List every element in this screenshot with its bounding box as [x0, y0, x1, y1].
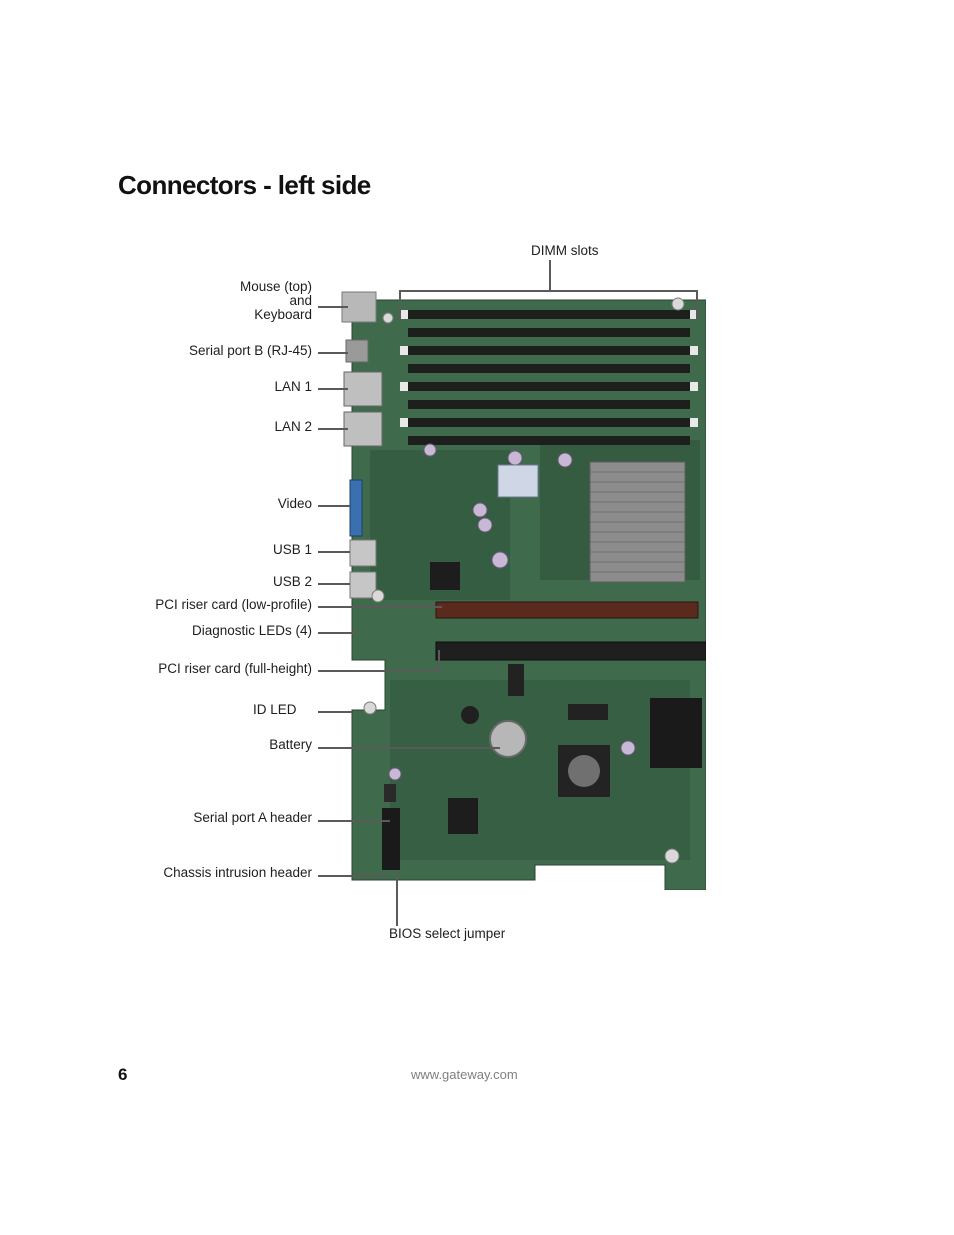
usb1-leader — [318, 551, 350, 553]
battery-leader — [318, 747, 500, 749]
dimm-slots-illustration — [408, 310, 690, 445]
dimm-bracket-right — [696, 290, 698, 320]
usb1-label: USB 1 — [272, 542, 312, 557]
chassis-intrusion-leader — [318, 875, 388, 877]
lan1-label: LAN 1 — [274, 379, 312, 394]
dimm-bracket-center — [549, 260, 551, 292]
serial-port-a-leader — [318, 820, 390, 822]
lan2-leader — [318, 428, 348, 430]
pci-full-height-leader-up — [438, 650, 440, 672]
usb2-label: USB 2 — [272, 574, 312, 589]
diagnostic-leds-leader — [318, 632, 356, 634]
mouse-leader — [318, 306, 348, 308]
pci-low-profile-leader — [318, 606, 442, 608]
pci-full-height-label: PCI riser card (full-height) — [158, 661, 312, 676]
footer-url: www.gateway.com — [411, 1067, 518, 1082]
dimm-slots-label: DIMM slots — [531, 243, 599, 258]
chassis-intrusion-label: Chassis intrusion header — [163, 865, 312, 880]
mouse-label-line2: and — [289, 293, 312, 308]
bios-jumper-label: BIOS select jumper — [389, 926, 506, 941]
serial-port-b-label: Serial port B (RJ-45) — [188, 343, 312, 358]
lan2-label: LAN 2 — [274, 419, 312, 434]
dimm-bracket-top — [399, 290, 698, 292]
serial-port-a-label: Serial port A header — [193, 810, 312, 825]
motherboard-image — [341, 291, 706, 890]
id-led-leader — [318, 711, 352, 713]
keyboard-label: Keyboard — [254, 307, 312, 322]
video-label: Video — [277, 496, 312, 511]
diagnostic-leds-label: Diagnostic LEDs (4) — [191, 623, 312, 638]
page-number: 6 — [118, 1065, 128, 1084]
usb2-leader — [318, 583, 350, 585]
pci-low-profile-label: PCI riser card (low-profile) — [155, 597, 312, 612]
dimm-bracket-left — [399, 290, 401, 320]
mouse-label-line1: Mouse (top) — [239, 279, 312, 294]
lan1-leader — [318, 388, 348, 390]
page-title: Connectors - left side — [118, 170, 371, 200]
id-led-label: ID LED — [253, 702, 297, 717]
serial-port-b-leader — [318, 352, 348, 354]
video-leader — [318, 505, 350, 507]
battery-label: Battery — [269, 737, 312, 752]
bios-jumper-leader — [396, 870, 398, 926]
pci-full-height-leader — [318, 670, 440, 672]
